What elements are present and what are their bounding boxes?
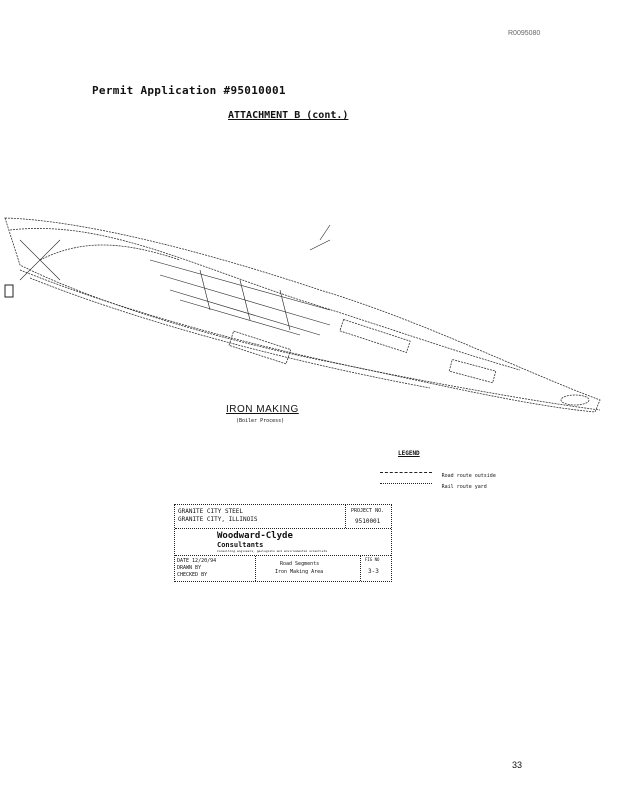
legend-label: Rail route yard xyxy=(441,484,487,490)
building xyxy=(339,318,411,354)
drawing-title: Road Segments xyxy=(280,561,320,567)
attachment-heading: ATTACHMENT B (cont.) xyxy=(228,110,349,121)
permit-heading: Permit Application #95010001 xyxy=(92,84,286,97)
page-number: 33 xyxy=(512,760,523,770)
map-subtitle: (Boiler Process) xyxy=(236,418,285,424)
project-label: PROJECT NO. xyxy=(351,508,385,514)
drawing-subtitle: Iron Making Area xyxy=(275,569,324,575)
rail-line xyxy=(19,269,601,411)
client-name: GRANITE CITY STEEL xyxy=(178,508,244,515)
site-map xyxy=(4,217,601,413)
figure-number: 3-3 xyxy=(368,568,379,575)
legend-item: Road route outside xyxy=(380,462,496,481)
map-title: IRON MAKING xyxy=(226,404,299,415)
document-id: R0095080 xyxy=(508,30,541,37)
legend-title: LEGEND xyxy=(398,450,420,457)
rail-line xyxy=(29,277,431,389)
project-number: 9510001 xyxy=(355,518,381,525)
building xyxy=(228,330,292,365)
checked-by: CHECKED BY xyxy=(177,572,208,578)
pond xyxy=(560,394,590,406)
figure-label: FIG NO xyxy=(365,557,380,562)
client-location: GRANITE CITY, ILLINOIS xyxy=(178,516,258,523)
drawn-by: DRAWN BY xyxy=(177,565,202,571)
date: DATE 12/20/94 xyxy=(177,558,217,564)
firm-name: Woodward-Clyde xyxy=(217,531,293,541)
legend-label: Road route outside xyxy=(441,473,496,479)
road xyxy=(9,228,521,371)
firm-subtitle: Consultants xyxy=(217,541,264,549)
road xyxy=(39,244,181,261)
firm-tagline: Consulting engineers, geologists and env… xyxy=(217,549,328,553)
site-boundary xyxy=(4,217,601,413)
legend-item: Rail route yard xyxy=(380,473,487,492)
building xyxy=(448,359,497,384)
north-arrow-box xyxy=(4,284,14,298)
title-block: GRANITE CITY STEEL GRANITE CITY, ILLINOI… xyxy=(174,504,392,582)
